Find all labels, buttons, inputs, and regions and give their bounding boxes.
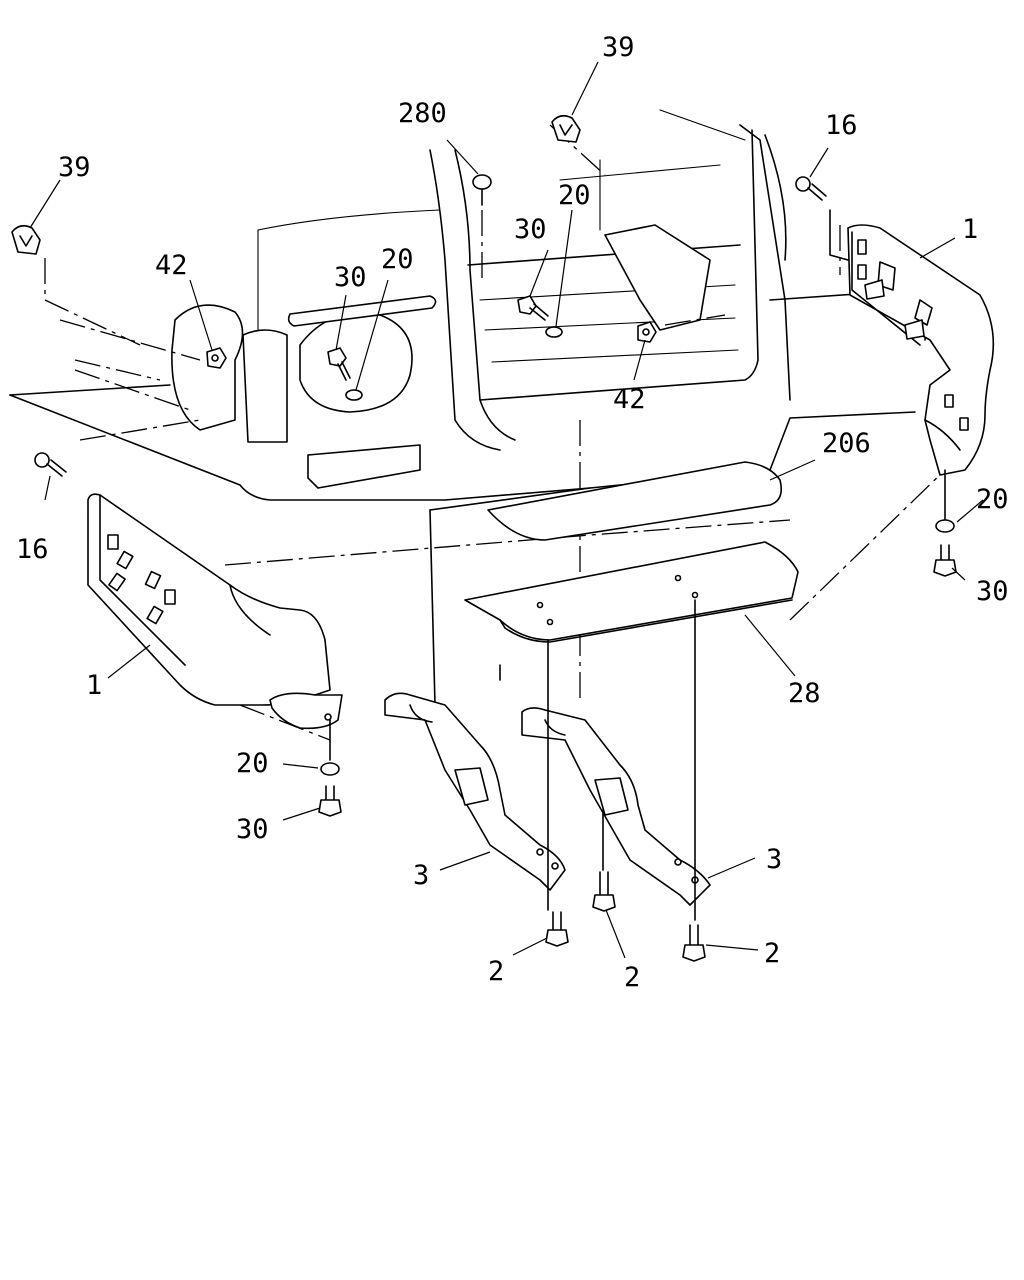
step-tread-28: [464, 541, 799, 643]
left-side-step-bracket: [87, 493, 343, 730]
cab-body-outline: [9, 109, 928, 706]
bolt-2-right: [682, 924, 706, 962]
callout-20-mid: 20: [558, 180, 591, 211]
bolt-16-right: [795, 176, 827, 201]
assembly-guide-lines: [44, 124, 946, 741]
wing-nuts-right: [864, 279, 925, 340]
callout-16-right: 16: [825, 110, 858, 141]
callout-30-mid: 30: [514, 214, 547, 245]
callout-280: 280: [398, 98, 447, 129]
callout-3-left: 3: [413, 860, 429, 891]
callout-30-right: 30: [976, 576, 1009, 607]
step-plate-206: [487, 461, 783, 541]
leader-lines: [29, 61, 984, 959]
washer-20-bottom: [320, 762, 340, 776]
step-hanger-right: [521, 707, 711, 906]
callout-30-bottom: 30: [236, 814, 269, 845]
callout-20-left: 20: [381, 244, 414, 275]
callout-16-left: 16: [16, 534, 49, 565]
callout-30-left: 30: [334, 262, 367, 293]
callout-20-bottom: 20: [236, 748, 269, 779]
washer-20-mid: [545, 326, 563, 338]
callout-1-right: 1: [962, 214, 978, 245]
screw-280: [472, 174, 492, 206]
callout-labels: 280 39 39 16 16 1 1 42 42 30 30 30 30 20…: [16, 32, 1009, 993]
bolt-2-mid: [592, 871, 616, 912]
callout-2-mid: 2: [624, 962, 640, 993]
bolt-guide-lines: [329, 469, 946, 921]
callout-2-left: 2: [488, 956, 504, 987]
callout-1-left: 1: [86, 670, 102, 701]
callout-39-left: 39: [58, 152, 91, 183]
bolt-30-right: [933, 544, 957, 577]
step-hanger-left: [384, 692, 566, 891]
clip-39-left: [11, 224, 41, 255]
nut-42-mid: [637, 321, 657, 343]
callout-28: 28: [788, 678, 821, 709]
washer-20-left: [345, 389, 363, 401]
bolt-16-left: [34, 452, 67, 477]
bolt-30-left: [327, 347, 351, 381]
callout-3-right: 3: [766, 844, 782, 875]
washer-20-right: [935, 519, 955, 533]
callout-2-right: 2: [764, 938, 780, 969]
right-side-step-bracket: [829, 209, 995, 476]
callout-206: 206: [822, 428, 871, 459]
bolt-2-left: [545, 911, 569, 947]
nut-42-left: [206, 347, 227, 369]
callout-42-mid: 42: [613, 384, 646, 415]
clip-39-top: [551, 114, 581, 143]
callout-42-left: 42: [155, 250, 188, 281]
callout-39-top: 39: [602, 32, 635, 63]
callout-20-right: 20: [976, 484, 1009, 515]
bolt-30-bottom: [318, 785, 342, 817]
bolt-30-mid: [517, 295, 549, 321]
